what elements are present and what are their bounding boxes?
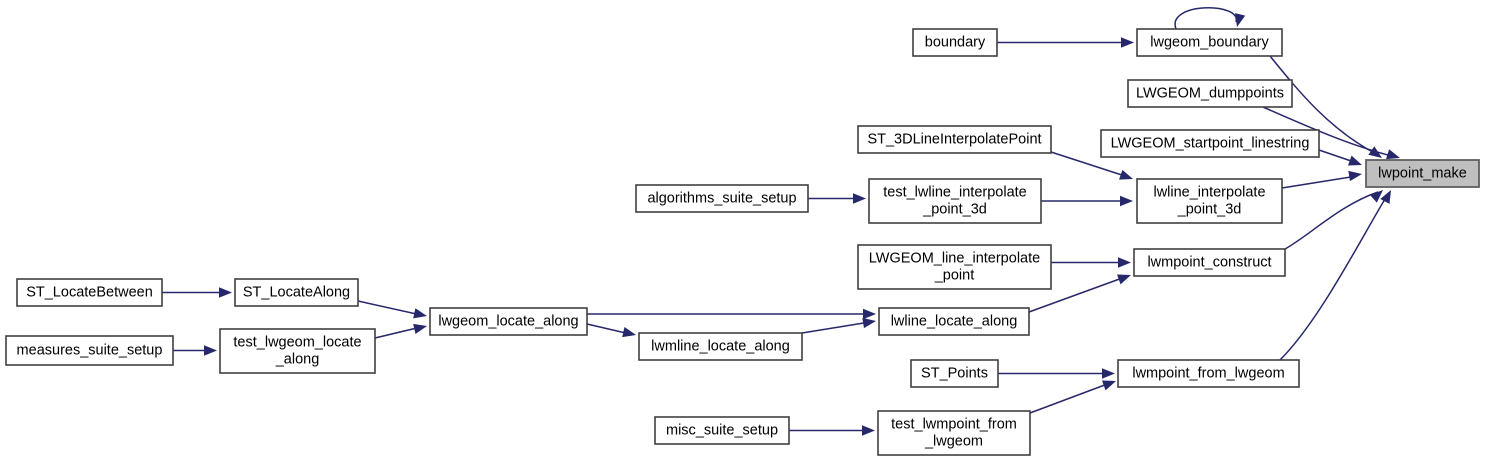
node-lwmpoint_from_lwgeom[interactable]: lwmpoint_from_lwgeom xyxy=(1117,359,1300,388)
arrowhead-from_lwgeom-to-lwpoint_make xyxy=(1380,190,1391,204)
node-box-lwmpoint_construct[interactable] xyxy=(1133,248,1286,277)
node-lwmline_locate_along[interactable]: lwmline_locate_along xyxy=(638,332,803,361)
arrowheads-layer xyxy=(204,13,1400,436)
arrowhead-to-test_lwgeom_locate_along xyxy=(204,345,217,356)
node-test_lwgeom_locate_along[interactable]: test_lwgeom_locate_along xyxy=(219,328,376,374)
edge-lwmline_locate_along-to-lwline_locate_along xyxy=(801,321,871,334)
node-box-algorithms_suite_setup[interactable] xyxy=(635,184,809,213)
arrowhead-to-test_lwline_interp xyxy=(853,193,866,204)
arrowhead-self-loop-lwgeom_boundary xyxy=(1235,13,1246,27)
node-box-lwgeom_boundary[interactable] xyxy=(1136,28,1283,57)
node-test_lwline_interpolate_point_3d[interactable]: test_lwline_interpolate_point_3d xyxy=(868,178,1042,224)
edge-lwline_interpolate_point_3d-to-lwpoint_make xyxy=(1281,175,1358,189)
edge-lwgeom_boundary-to-lwgeom_boundary xyxy=(1174,7,1237,30)
node-box-test_lwgeom_locate_along[interactable] xyxy=(219,328,376,374)
edge-lwgeom_locate_along-to-lwmline_locate_along xyxy=(586,323,631,335)
node-lwgeom_locate_along[interactable]: lwgeom_locate_along xyxy=(429,307,588,336)
arrowhead-construct-to-lwpoint_make xyxy=(1369,190,1383,203)
arrowhead-to-test_lwmpoint_from_lwgeom xyxy=(862,425,875,436)
edge-lwmpoint_from_lwgeom-to-lwpoint_make xyxy=(1279,193,1389,361)
arrowhead-to-lwmline_locate_along xyxy=(622,327,636,338)
node-lwmpoint_construct[interactable]: lwmpoint_construct xyxy=(1133,248,1286,277)
arrowhead-to-lwmpoint_construct-b xyxy=(1117,274,1131,285)
node-LWGEOM_startpoint_linestring[interactable]: LWGEOM_startpoint_linestring xyxy=(1100,129,1320,158)
arrowhead-to-lwline_locate_along-a xyxy=(863,308,876,320)
arrowhead-to-lwline_interpolate_point_3d-a xyxy=(1119,169,1133,180)
node-box-lwline_interpolate_point_3d[interactable] xyxy=(1136,178,1283,224)
arrowhead-to-lwmpoint_construct-a xyxy=(1118,257,1131,268)
node-box-ST_3DLineInterpolatePoint[interactable] xyxy=(857,125,1052,154)
node-lwline_locate_along[interactable]: lwline_locate_along xyxy=(878,307,1030,336)
node-box-lwmline_locate_along[interactable] xyxy=(638,332,803,361)
node-box-lwline_locate_along[interactable] xyxy=(878,307,1030,336)
edge-lwgeom_boundary-to-lwpoint_make xyxy=(1269,55,1379,156)
node-box-LWGEOM_dumppoints[interactable] xyxy=(1127,79,1293,108)
node-box-ST_LocateAlong[interactable] xyxy=(234,278,359,307)
arrowhead-startpoint-to-lwpoint_make xyxy=(1348,155,1362,166)
node-ST_Points[interactable]: ST_Points xyxy=(910,359,999,388)
arrowhead-interp3d-to-lwpoint_make xyxy=(1348,170,1362,182)
nodes-layer: boundary lwgeom_boundaryLWGEOM_dumppoints… xyxy=(5,28,1480,456)
node-box-boundary[interactable] xyxy=(912,28,998,57)
arrowhead-lwgeom_boundary-to-lwpoint_make xyxy=(1368,146,1382,158)
node-LWGEOM_line_interpolate_point[interactable]: LWGEOM_line_interpolate_point xyxy=(857,244,1052,290)
node-ST_LocateBetween[interactable]: ST_LocateBetween xyxy=(16,278,163,307)
arrowhead-to-lwline_locate_along-b xyxy=(862,317,876,329)
arrowhead-to-lwmpoint_from_lwgeom-a xyxy=(1102,368,1115,379)
node-box-ST_LocateBetween[interactable] xyxy=(16,278,163,307)
node-box-measures_suite_setup[interactable] xyxy=(5,335,174,366)
node-box-lwmpoint_from_lwgeom[interactable] xyxy=(1117,359,1300,388)
arrowhead-to-lwgeom_locate_along-b xyxy=(413,323,427,334)
node-box-ST_Points[interactable] xyxy=(910,359,999,388)
arrowhead-to-lwgeom_boundary xyxy=(1121,37,1134,48)
arrowhead-to-lwline_interpolate_point_3d-b xyxy=(1120,195,1133,207)
node-measures_suite_setup[interactable]: measures_suite_setup xyxy=(5,335,174,366)
edge-ST_3DLineInterpolatePoint-to-lwline_interpolate_point_3d xyxy=(1050,151,1129,178)
edge-ST_LocateAlong-to-lwgeom_locate_along xyxy=(357,300,422,316)
node-box-test_lwmpoint_from_lwgeom[interactable] xyxy=(877,410,1031,456)
edge-test_lwmpoint_from_lwgeom-to-lwmpoint_from_lwgeom xyxy=(1029,382,1111,414)
edge-lwline_locate_along-to-lwmpoint_construct xyxy=(1028,276,1126,313)
node-lwline_interpolate_point_3d[interactable]: lwline_interpolate_point_3d xyxy=(1136,178,1283,224)
arrowhead-dumppoints-to-lwpoint_make xyxy=(1386,149,1400,160)
node-ST_LocateAlong[interactable]: ST_LocateAlong xyxy=(234,278,359,307)
node-algorithms_suite_setup[interactable]: algorithms_suite_setup xyxy=(635,184,809,213)
node-lwgeom_boundary[interactable]: lwgeom_boundary xyxy=(1136,28,1283,57)
node-misc_suite_setup[interactable]: misc_suite_setup xyxy=(654,416,790,445)
arrowhead-to-ST_LocateAlong xyxy=(219,287,232,298)
node-box-lwpoint_make[interactable] xyxy=(1365,159,1480,188)
node-ST_3DLineInterpolatePoint[interactable]: ST_3DLineInterpolatePoint xyxy=(857,125,1052,154)
node-boundary[interactable]: boundary xyxy=(912,28,998,57)
node-box-lwgeom_locate_along[interactable] xyxy=(429,307,588,336)
node-box-misc_suite_setup[interactable] xyxy=(654,416,790,445)
arrowhead-to-lwmpoint_from_lwgeom-b xyxy=(1102,380,1116,391)
node-box-LWGEOM_line_interpolate_point[interactable] xyxy=(857,244,1052,290)
edge-LWGEOM_dumppoints-to-lwpoint_make xyxy=(1262,106,1397,158)
node-box-LWGEOM_startpoint_linestring[interactable] xyxy=(1100,129,1320,158)
node-test_lwmpoint_from_lwgeom[interactable]: test_lwmpoint_from_lwgeom xyxy=(877,410,1031,456)
edge-test_lwgeom_locate_along-to-lwgeom_locate_along xyxy=(374,326,422,339)
node-lwpoint_make[interactable]: lwpoint_make xyxy=(1365,159,1480,188)
node-box-test_lwline_interpolate_point_3d[interactable] xyxy=(868,178,1042,224)
arrowhead-to-lwgeom_locate_along-a xyxy=(413,308,427,319)
node-LWGEOM_dumppoints[interactable]: LWGEOM_dumppoints xyxy=(1127,79,1293,108)
edge-lwmpoint_construct-to-lwpoint_make xyxy=(1284,191,1379,250)
